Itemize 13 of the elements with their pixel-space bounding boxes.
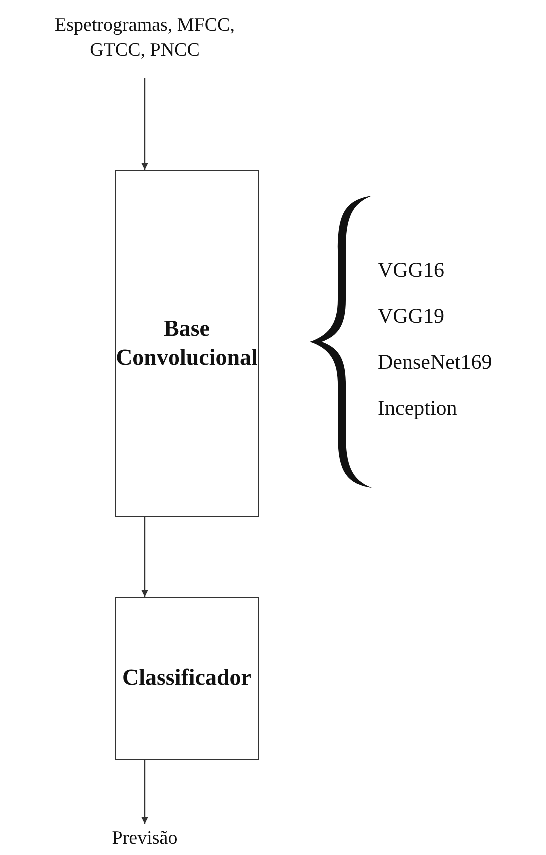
arrow xyxy=(142,78,148,170)
flow-text: Previsão xyxy=(112,826,178,851)
process-box xyxy=(115,597,259,760)
arrow xyxy=(142,517,148,597)
model-name: VGG16 xyxy=(378,258,444,283)
model-name: Inception xyxy=(378,396,458,421)
box-label: Base Convolucional xyxy=(116,314,258,372)
process-box xyxy=(115,170,259,517)
model-name: VGG19 xyxy=(378,304,444,329)
arrow xyxy=(142,760,148,824)
flow-text: Espetrogramas, MFCC, GTCC, PNCC xyxy=(54,14,236,63)
box-label: Classificador xyxy=(122,664,252,692)
model-name: DenseNet169 xyxy=(378,350,492,375)
